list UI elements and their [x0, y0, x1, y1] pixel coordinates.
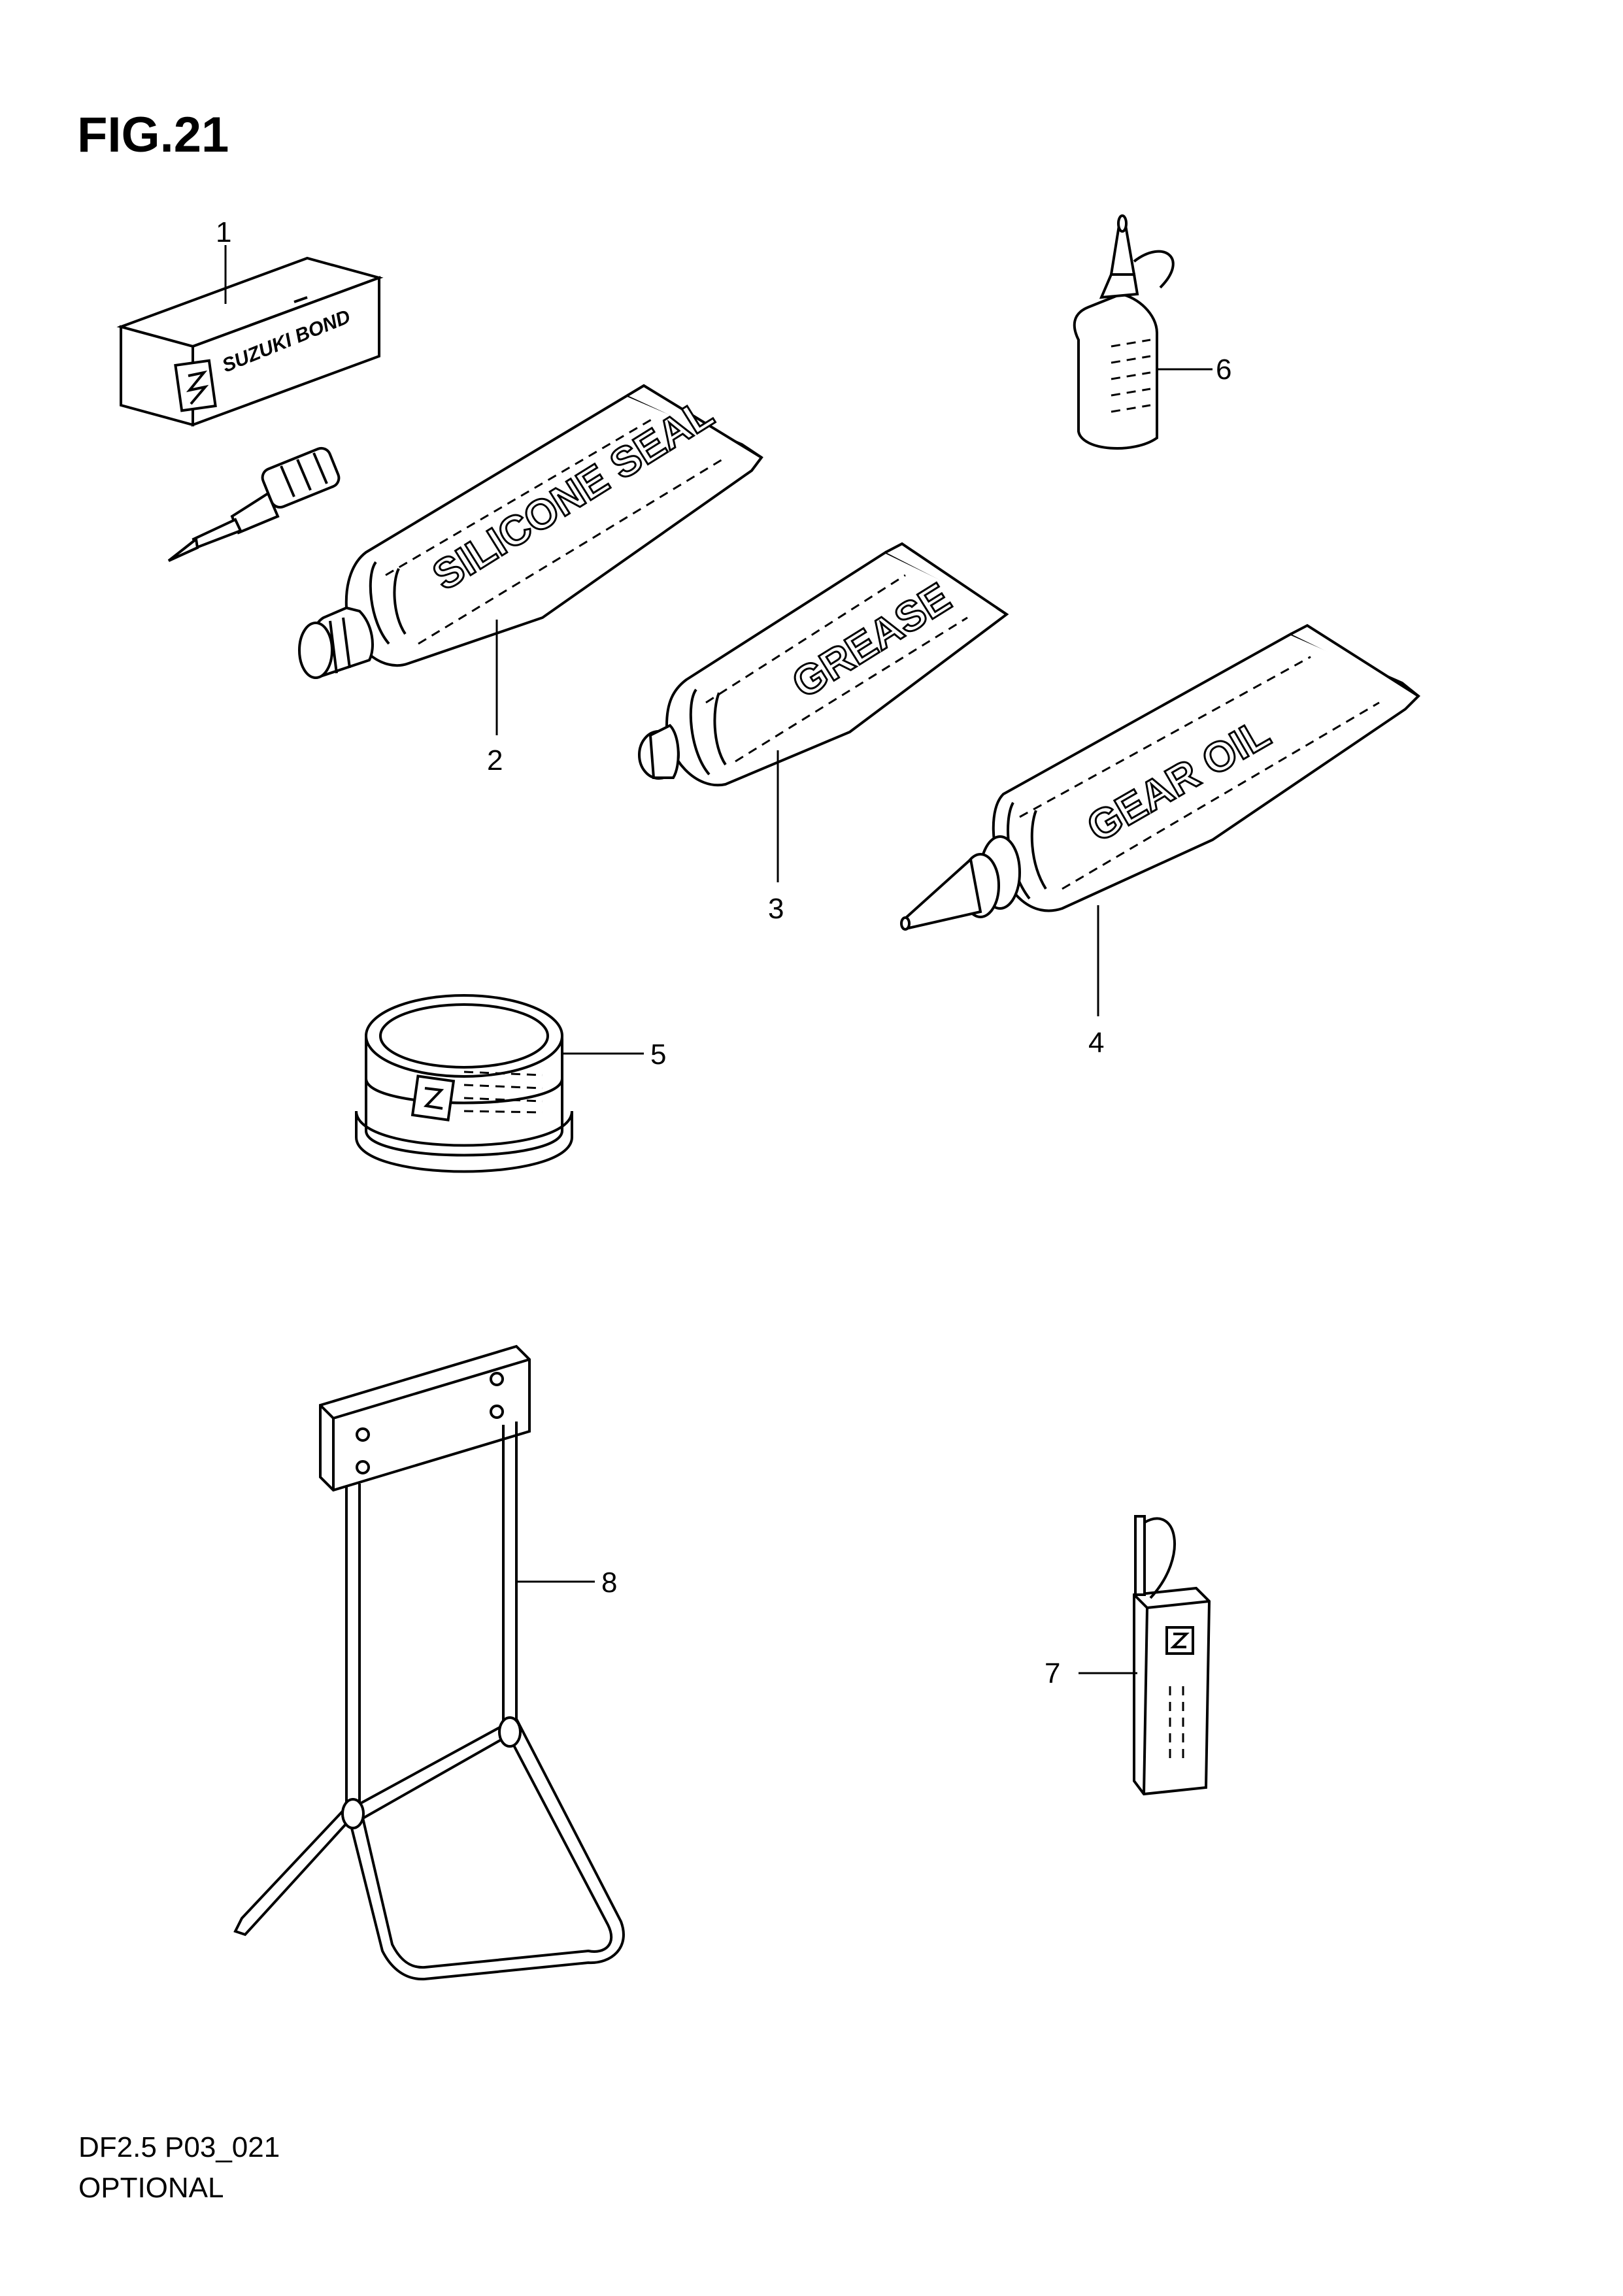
part-8-motor-stand[interactable]: 8	[233, 1344, 625, 1981]
part-2-silicone-seal[interactable]: SILICONE SEAL 2	[298, 384, 763, 776]
part-8-ref: 8	[601, 1567, 617, 1599]
part-6-oil-bottle[interactable]: 6	[1073, 214, 1232, 450]
part-4-ref: 4	[1088, 1027, 1104, 1059]
part-7-oil-can[interactable]: 7	[1045, 1515, 1211, 1796]
part-7-ref: 7	[1045, 1657, 1060, 1689]
part-3-ref: 3	[768, 893, 784, 925]
suzuki-logo-icon	[174, 359, 217, 412]
part-3-grease[interactable]: GREASE 3	[638, 542, 1009, 925]
section-name: OPTIONAL	[78, 2172, 224, 2204]
model-code: DF2.5 P03_021	[78, 2131, 280, 2163]
suzuki-logo-icon	[1165, 1626, 1194, 1655]
part-1-ref: 1	[216, 216, 231, 248]
part-1-suzuki-bond[interactable]: SUZUKI BOND 1	[116, 216, 384, 562]
figure-title: FIG.21	[77, 107, 229, 163]
part-2-ref: 2	[487, 744, 503, 776]
part-4-gear-oil[interactable]: GEAR OIL 4	[900, 624, 1420, 1059]
part-6-ref: 6	[1216, 354, 1231, 386]
part-5-ref: 5	[650, 1039, 666, 1071]
part-5-can[interactable]: 5	[355, 994, 666, 1173]
